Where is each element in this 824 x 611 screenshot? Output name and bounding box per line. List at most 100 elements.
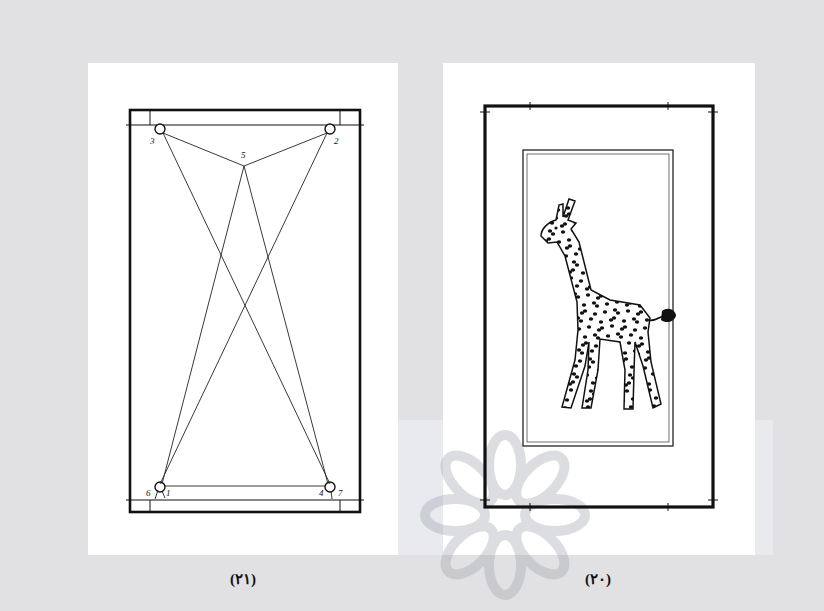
giraffe-spot (633, 237, 637, 240)
giraffe-spot (634, 360, 638, 363)
string-line (162, 166, 244, 484)
giraffe-spot (576, 204, 580, 207)
giraffe-spot (645, 206, 649, 209)
giraffe-spot (629, 405, 633, 408)
giraffe-spot (611, 244, 615, 247)
giraffe-spot (545, 383, 549, 386)
panel (88, 63, 398, 555)
giraffe-spot (560, 198, 564, 201)
giraffe-spot (552, 376, 556, 379)
giraffe-spot (540, 295, 544, 298)
giraffe-spot (577, 215, 581, 218)
giraffe-spot (550, 333, 554, 336)
giraffe-tail-tuft (661, 309, 676, 322)
giraffe-spot (619, 295, 623, 298)
frame-border (130, 110, 360, 512)
giraffe-spot (575, 396, 579, 399)
giraffe-spot (551, 344, 555, 347)
stretcher-frame (126, 110, 364, 512)
giraffe-spot (574, 252, 578, 255)
giraffe-spot (629, 333, 633, 336)
giraffe-spot (599, 406, 603, 409)
giraffe-eye (554, 226, 557, 229)
giraffe-spot (601, 272, 605, 275)
frame-bar (126, 499, 364, 500)
giraffe-spot (611, 356, 615, 359)
giraffe-spot (646, 238, 650, 241)
giraffe-spot (622, 207, 626, 210)
frame-notch (340, 500, 341, 512)
giraffe-spot (613, 308, 617, 311)
giraffe-spot (644, 286, 648, 289)
giraffe-spot (593, 200, 597, 203)
giraffe-spot (571, 268, 575, 271)
giraffe-spot (594, 344, 598, 347)
giraffe-spot (555, 400, 559, 403)
giraffe-spot (636, 352, 640, 355)
giraffe-spot (639, 336, 643, 339)
giraffe-spot (602, 278, 606, 281)
giraffe-spot (623, 213, 627, 216)
giraffe-spot (575, 375, 579, 378)
giraffe-spot (581, 231, 585, 234)
giraffe-spot (627, 341, 631, 344)
giraffe-spot (604, 270, 608, 273)
frame-notch (150, 500, 151, 512)
giraffe-spot (573, 292, 577, 295)
giraffe-spot (576, 407, 580, 410)
giraffe-spot (545, 271, 549, 274)
giraffe-spot (591, 248, 595, 251)
giraffe-spot (608, 398, 612, 401)
giraffe-spot (572, 372, 576, 375)
callout-number: 2 (334, 137, 339, 146)
giraffe-spot (556, 392, 560, 395)
giraffe-spot (545, 245, 549, 248)
giraffe-spot (656, 348, 660, 351)
giraffe-spot (638, 304, 642, 307)
giraffe-spot (538, 231, 542, 234)
string-end (331, 491, 332, 499)
giraffe-spot (609, 292, 613, 295)
giraffe-spot (652, 332, 656, 335)
giraffe-spot (618, 263, 622, 266)
giraffe-spot (585, 373, 589, 376)
giraffe-spot (654, 284, 658, 287)
giraffe-spot (590, 237, 594, 240)
giraffe-spot (553, 296, 557, 299)
giraffe-spot (649, 308, 653, 311)
giraffe-spot (648, 276, 652, 279)
string (155, 133, 332, 499)
giraffe-spot (588, 397, 592, 400)
giraffe-spot (595, 264, 599, 267)
giraffe-spot (632, 205, 636, 208)
giraffe-spot (598, 400, 602, 403)
giraffe-spot (555, 288, 559, 291)
giraffe-spot (611, 284, 615, 287)
giraffe-spot (597, 216, 601, 219)
giraffe-spot (625, 277, 629, 280)
giraffe-spot (654, 396, 658, 399)
giraffe-spot (590, 349, 594, 352)
giraffe-spot (542, 287, 546, 290)
giraffe-spot (553, 317, 557, 320)
giraffe-spot (556, 280, 560, 283)
giraffe-spot (631, 264, 635, 267)
giraffe-spot (557, 200, 561, 203)
giraffe-spot (608, 372, 612, 375)
giraffe-spot (614, 380, 618, 383)
callout-number: 7 (338, 489, 343, 498)
giraffe-spot (649, 334, 653, 337)
giraffe-spot (584, 341, 588, 344)
giraffe-spot (591, 269, 595, 272)
callout-number: 1 (166, 489, 171, 498)
giraffe-spot (542, 399, 546, 402)
giraffe-spot (629, 293, 633, 296)
giraffe-spot (571, 340, 575, 343)
giraffe-spot (647, 356, 651, 359)
giraffe-spot (551, 232, 555, 235)
giraffe-spot (543, 405, 547, 408)
giraffe-spot (593, 312, 597, 315)
giraffe-spot (647, 382, 651, 385)
giraffe-spot (582, 303, 586, 306)
